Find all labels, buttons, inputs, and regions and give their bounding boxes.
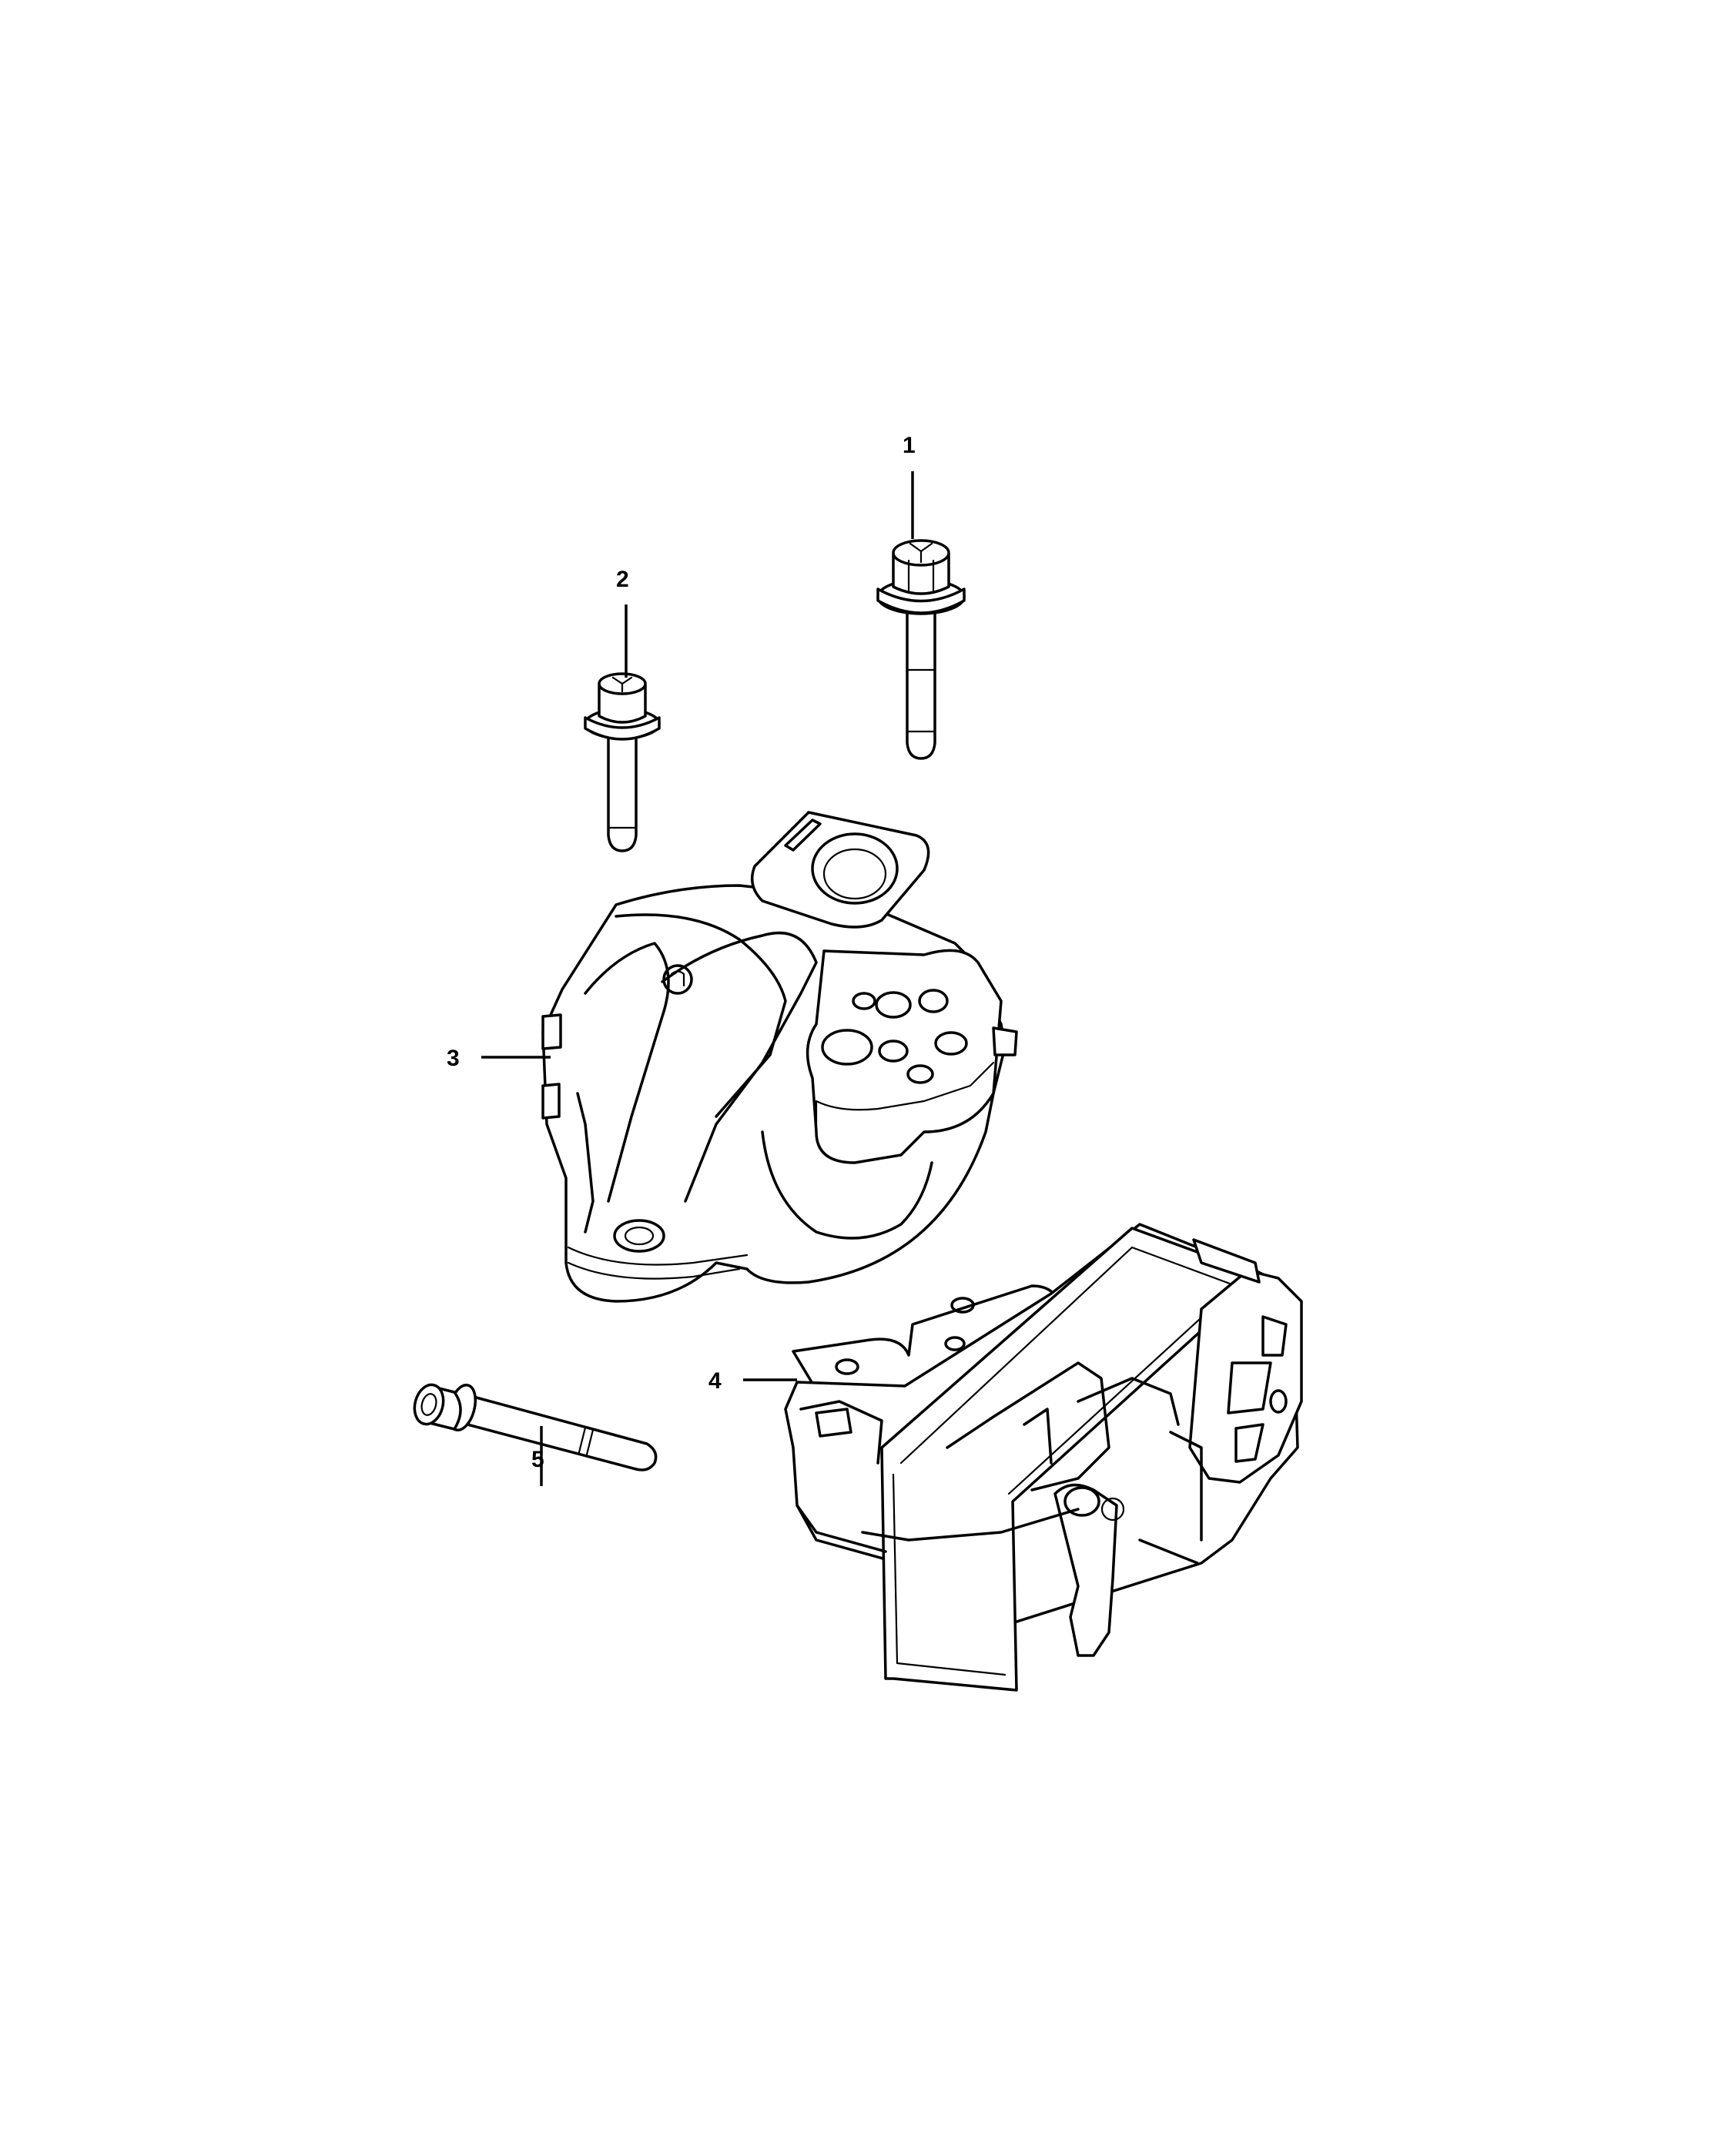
callout-2: 2 [616,567,629,592]
callout-4: 4 [708,1368,722,1394]
mount-part-3 [541,811,1018,1303]
bracket-part-4 [784,1223,1303,1692]
callout-1: 1 [903,433,916,458]
bolt-part-1 [876,539,966,760]
callout-5: 5 [531,1447,544,1472]
callout-3: 3 [447,1046,460,1071]
bolt-part-5 [413,1383,658,1471]
bolt-part-2 [584,672,661,852]
